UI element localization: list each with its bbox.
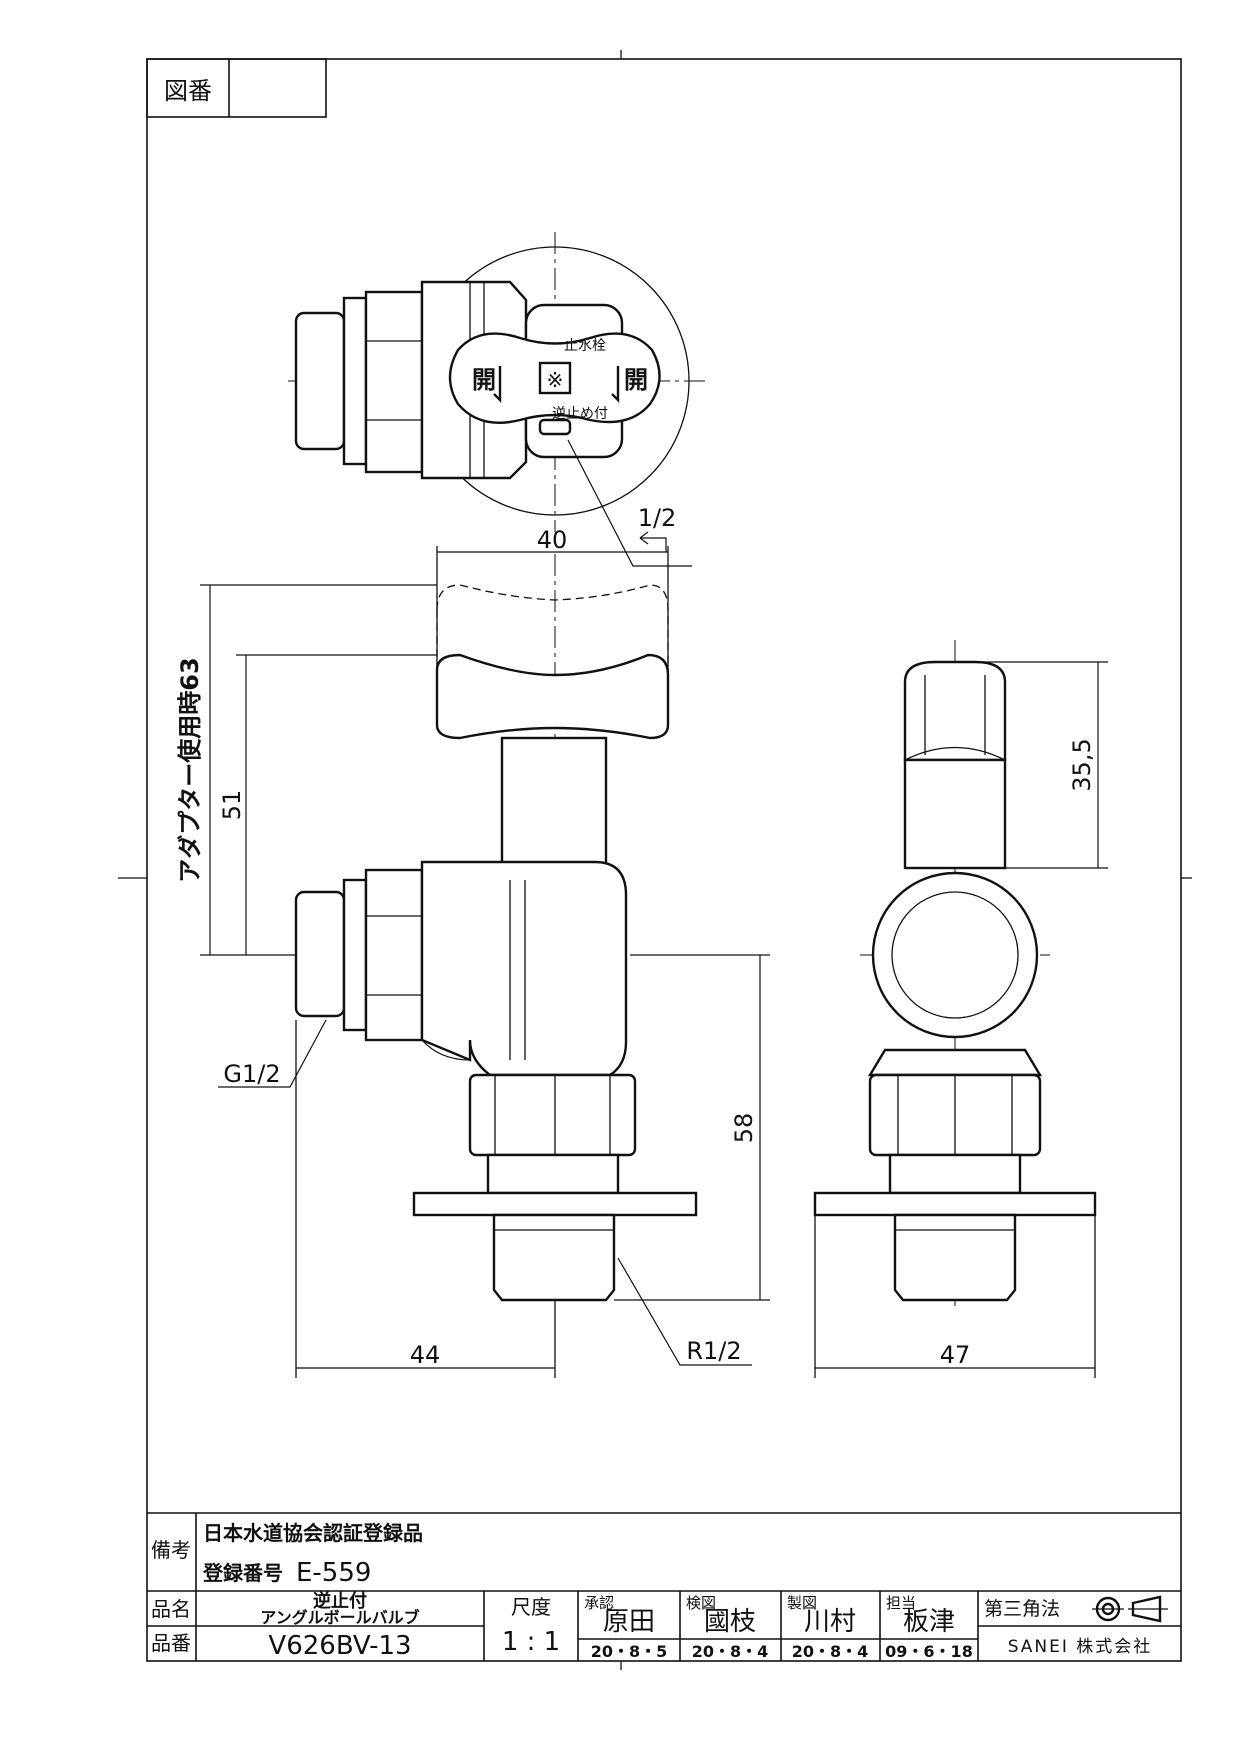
front-stem — [500, 736, 608, 870]
top-inlet-nut — [294, 311, 346, 451]
section-arrow — [639, 531, 667, 552]
scale-value: 1 : 1 — [502, 1627, 560, 1657]
product-name-label: 品名 — [151, 1597, 191, 1621]
front-outlet-thread — [492, 1213, 616, 1302]
company-name: SANEI 株式会社 — [1008, 1637, 1153, 1657]
handle-lower-label: 逆止め付 — [552, 406, 608, 422]
side-outlet-thread — [893, 1213, 1017, 1302]
side-body-ring — [871, 871, 1039, 1039]
side-handle — [903, 660, 1007, 762]
check-label: 検図 — [686, 1594, 716, 1612]
front-flange — [412, 1191, 698, 1217]
title-block: 備考 日本水道協会認証登録品 登録番号 E-559 品名 逆止付 アングルボール… — [147, 1512, 1181, 1661]
front-handle — [435, 653, 670, 740]
top-view: ※ 開 開 止水栓 逆止め付 1/2 — [288, 232, 705, 567]
sheet-frame — [118, 50, 1192, 1670]
handle-arrow-right — [611, 366, 620, 403]
product-name-line1: 逆止付 — [313, 1590, 367, 1612]
drawing-number-box: 図番 — [146, 58, 327, 118]
approval-date: 20・8・5 — [591, 1642, 668, 1661]
drawing-number-label: 図番 — [164, 77, 212, 105]
remarks-line2-value: E-559 — [296, 1558, 371, 1588]
handle-upper-label: 止水栓 — [564, 338, 606, 354]
approval-name: 原田 — [603, 1607, 655, 1637]
front-inlet-nut — [294, 890, 346, 1018]
side-flange — [813, 1191, 1097, 1217]
handle-arrow-left — [493, 366, 502, 403]
charge-date: 09・6・18 — [885, 1642, 973, 1661]
dim-inlet-thread: G1/2 — [223, 1060, 280, 1088]
handle-open-right: 開 — [624, 366, 648, 394]
dim-outlet-thread: R1/2 — [686, 1337, 741, 1365]
handle-center-mark-text: ※ — [547, 368, 564, 392]
dim-adapter-height: アダプター使用時63 — [176, 657, 204, 882]
charge-name: 板津 — [903, 1607, 955, 1637]
dim-side-height: 35,5 — [1068, 738, 1096, 791]
drafted-name: 川村 — [804, 1607, 856, 1637]
dim-width-44: 44 — [410, 1341, 441, 1369]
front-valve-body — [420, 860, 628, 1077]
top-handle — [448, 332, 661, 424]
dim-height-51: 51 — [218, 790, 246, 821]
handle-center-mark — [538, 361, 572, 395]
dim-height-58: 58 — [730, 1113, 758, 1144]
product-number-label: 品番 — [151, 1631, 191, 1655]
product-number: V626BV-13 — [268, 1631, 411, 1661]
check-name: 國枝 — [704, 1607, 756, 1637]
remarks-line1: 日本水道協会認証登録品 — [203, 1521, 423, 1545]
scale-label: 尺度 — [511, 1595, 551, 1619]
projection-label: 第三角法 — [984, 1598, 1060, 1620]
drafted-label: 製図 — [787, 1594, 817, 1612]
dim-top-thread: 1/2 — [638, 504, 677, 532]
dim-width-47: 47 — [940, 1341, 971, 1369]
approval-label: 承認 — [584, 1594, 614, 1612]
drafted-date: 20・8・4 — [792, 1642, 869, 1661]
charge-label: 担当 — [886, 1594, 916, 1612]
front-view: 40 アダプター使用時63 — [176, 526, 770, 1378]
remarks-label: 備考 — [151, 1538, 191, 1562]
remarks-line2-label: 登録番号 — [202, 1561, 283, 1585]
third-angle-projection-icon — [1092, 1595, 1168, 1623]
side-view: 35,5 47 — [813, 640, 1108, 1378]
dim-handle-width: 40 — [537, 526, 568, 554]
handle-open-left: 開 — [472, 366, 496, 394]
check-date: 20・8・4 — [692, 1642, 769, 1661]
product-name-line2: アングルボールバルブ — [260, 1608, 419, 1627]
